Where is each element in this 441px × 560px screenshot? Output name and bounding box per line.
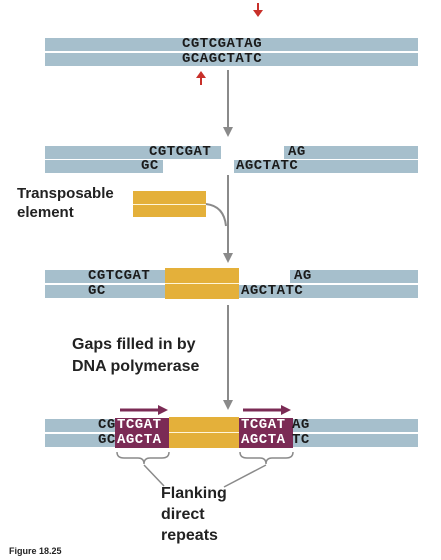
left-repeat-box (115, 418, 169, 448)
step2-left-top-strand (45, 146, 221, 159)
step2-right-bottom-strand (234, 160, 418, 173)
step3-left-top-strand (45, 270, 167, 283)
inserted-element-strand-divider (165, 283, 239, 284)
gaps-filled-label: Gaps filled in by DNA polymerase (72, 336, 200, 375)
transposable-element-strand-divider (133, 204, 206, 205)
step2-bottom-right-sequence: AGCTATC (236, 158, 299, 174)
transposon-connector-icon (205, 203, 227, 227)
right-label-pointer-icon (223, 464, 267, 488)
step4-left-bottom-plain: GC (98, 432, 116, 448)
step4-right-top-plain: AG (292, 417, 310, 433)
step1-bottom-strand (45, 53, 418, 66)
step2-bottom-left-sequence: GC (141, 158, 159, 174)
flanking-repeats-label: Flanking direct repeats (161, 485, 227, 544)
right-repeat-arrow-icon (243, 405, 291, 415)
step3-bottom-left-sequence: GC (88, 283, 106, 299)
step3-top-left-sequence: CGTCGAT (88, 268, 151, 284)
step2-top-right-sequence: AG (288, 144, 306, 160)
step4-right-top-repeat: TCGAT (241, 417, 286, 433)
step4-left-top-plain: CG (98, 417, 116, 433)
figure-number: Figure 18.25 (9, 546, 62, 556)
left-repeat-arrow-icon (120, 405, 168, 415)
step1-top-strand (45, 38, 418, 51)
step3-top-right-sequence: AG (294, 268, 312, 284)
step1-top-sequence: CGTCGATAG (182, 36, 263, 52)
step2-right-top-strand (284, 146, 418, 159)
integrated-element-strand-divider (169, 432, 239, 433)
bottom-cut-arrow-icon (196, 71, 206, 85)
step4-left-top-repeat: TCGAT (117, 417, 162, 433)
right-repeat-box (239, 418, 293, 448)
transposable-element-label: Transposable element (17, 185, 114, 221)
step3-right-top-strand (290, 270, 418, 283)
top-cut-arrow-icon (253, 3, 263, 17)
step1-bottom-sequence: GCAGCTATC (182, 51, 263, 67)
left-repeat-brace-icon (116, 451, 170, 465)
right-repeat-brace-icon (239, 451, 294, 465)
step4-right-bottom-repeat: AGCTA (241, 432, 286, 448)
step3-right-bottom-strand (239, 285, 418, 298)
step3-bottom-right-sequence: AGCTATC (241, 283, 304, 299)
step4-left-bottom-repeat: AGCTA (117, 432, 162, 448)
step4-right-bottom-plain: TC (292, 432, 310, 448)
step3-left-bottom-strand (45, 285, 167, 298)
step2-top-left-sequence: CGTCGAT (149, 144, 212, 160)
step2-left-bottom-strand (45, 160, 163, 173)
left-label-pointer-icon (143, 464, 165, 487)
